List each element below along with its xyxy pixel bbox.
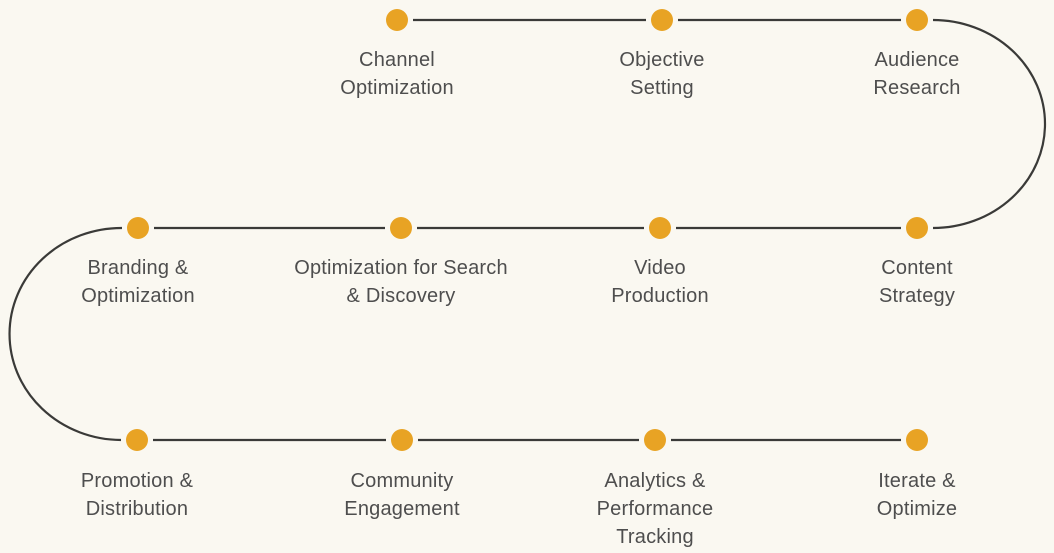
node-label-search-discovery: Optimization for Search & Discovery: [294, 257, 508, 307]
milestone-dot-channel-optimization: [386, 9, 408, 31]
node-label-audience-research: Audience Research: [873, 49, 961, 99]
connector-curve-right: [932, 18, 1047, 230]
milestone-dot-content-strategy: [906, 217, 928, 239]
node-label-promotion-distribution: Promotion & Distribution: [80, 470, 194, 520]
node-label-branding-optimization: Branding & Optimization: [81, 257, 195, 307]
milestone-dot-search-discovery: [390, 217, 412, 239]
node-label-iterate-optimize: Iterate & Optimize: [876, 470, 958, 520]
milestone-dot-video-production: [649, 217, 671, 239]
milestone-dot-branding-optimization: [127, 217, 149, 239]
milestone-dot-analytics-tracking: [644, 429, 666, 451]
node-label-analytics-tracking: Analytics & Performance Tracking: [596, 470, 714, 548]
node-label-video-production: Video Production: [611, 257, 709, 307]
milestone-dot-community-engagement: [391, 429, 413, 451]
node-label-channel-optimization: Channel Optimization: [340, 49, 454, 99]
milestone-dot-objective-setting: [651, 9, 673, 31]
milestone-dot-promotion-distribution: [126, 429, 148, 451]
connector-curve-left: [8, 226, 123, 442]
node-label-objective-setting: Objective Setting: [619, 49, 705, 99]
milestone-dot-audience-research: [906, 9, 928, 31]
node-label-community-engagement: Community Engagement: [344, 470, 460, 520]
node-label-content-strategy: Content Strategy: [878, 257, 956, 307]
milestone-dot-iterate-optimize: [906, 429, 928, 451]
